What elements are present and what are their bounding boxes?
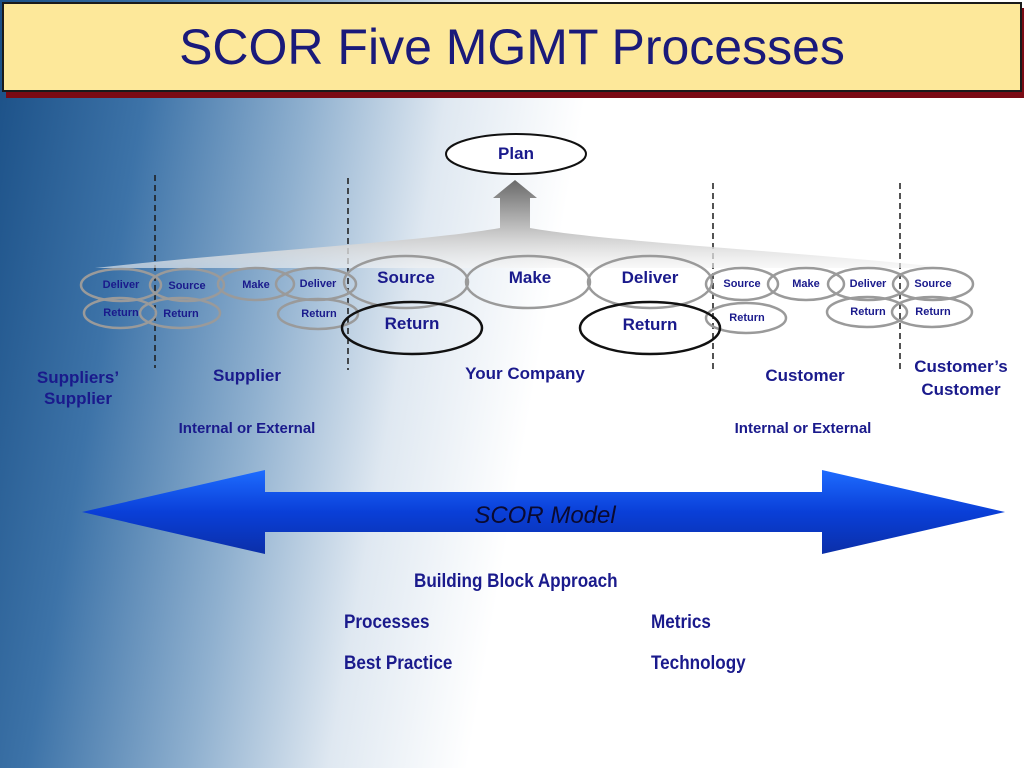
suppliers-supplier-label: Suppliers’ Supplier xyxy=(37,367,119,409)
company-deliver-label: Deliver xyxy=(621,268,679,287)
customer-label: Customer xyxy=(765,366,845,385)
oval-sup-return-right xyxy=(276,297,360,331)
oval-company-source xyxy=(342,254,470,310)
plan-oval xyxy=(445,133,587,175)
block-item-processes: Processes xyxy=(344,612,430,633)
company-ovals xyxy=(342,254,714,310)
suppliers-supplier-line-1: Suppliers’ xyxy=(36,368,120,387)
company-make-label: Make xyxy=(508,268,552,287)
oval-ss-return xyxy=(82,296,158,330)
cust-deliver-label: Deliver xyxy=(849,278,887,290)
oval-cc-source xyxy=(891,266,975,302)
company-source-label: Source xyxy=(377,268,435,287)
customers-customer-label: Customer’s Customer xyxy=(914,355,1008,401)
plan-fan-arrow xyxy=(95,180,950,268)
chain-ovals xyxy=(79,266,975,335)
sup-return-left-label: Return xyxy=(163,308,199,320)
title-bar: SCOR Five MGMT Processes xyxy=(2,2,1022,92)
oval-cust-return-left xyxy=(704,301,788,335)
plan-label: Plan xyxy=(498,144,534,163)
customers-customer-line-2: Customer xyxy=(921,380,1001,399)
block-item-best-practice: Best Practice xyxy=(344,653,453,674)
supplier-label: Supplier xyxy=(212,366,282,385)
cc-return-label: Return xyxy=(915,306,951,318)
cust-return-right-label: Return xyxy=(850,306,886,318)
oval-company-make xyxy=(464,254,592,310)
oval-cust-return-right xyxy=(825,295,909,329)
slide-title: SCOR Five MGMT Processes xyxy=(179,19,845,75)
your-company-label: Your Company xyxy=(465,364,585,383)
internal-external-right-label: Internal or External xyxy=(734,420,872,437)
cust-return-left-label: Return xyxy=(729,312,765,324)
ss-deliver-label: Deliver xyxy=(102,279,140,291)
ss-return-label: Return xyxy=(103,307,139,319)
oval-company-return-left xyxy=(340,300,484,356)
sup-return-right-label: Return xyxy=(301,308,337,320)
sup-deliver-label: Deliver xyxy=(299,278,337,290)
customers-customer-line-1: Customer’s xyxy=(914,357,1008,376)
oval-sup-source xyxy=(148,267,226,303)
oval-company-return-right xyxy=(578,300,722,356)
oval-cust-deliver xyxy=(826,266,910,302)
cust-make-label: Make xyxy=(792,278,820,290)
internal-external-left-label: Internal or External xyxy=(178,420,316,437)
cc-source-label: Source xyxy=(914,278,952,290)
oval-cc-return xyxy=(890,295,974,329)
sup-make-label: Make xyxy=(242,279,270,291)
company-return-left-label: Return xyxy=(384,314,440,333)
company-return-right-label: Return xyxy=(622,315,678,334)
oval-ss-deliver xyxy=(79,267,163,303)
cust-source-label: Source xyxy=(723,278,761,290)
sup-source-label: Source xyxy=(168,280,206,292)
scor-model-label: SCOR Model xyxy=(474,502,616,529)
oval-company-deliver xyxy=(586,254,714,310)
scor-model-arrow xyxy=(82,470,1005,554)
suppliers-supplier-line-2: Supplier xyxy=(43,389,112,408)
oval-sup-make xyxy=(216,266,296,302)
block-item-technology: Technology xyxy=(651,653,746,674)
oval-sup-return-left xyxy=(138,296,222,330)
block-item-metrics: Metrics xyxy=(651,612,711,633)
oval-cust-source xyxy=(704,266,780,302)
oval-cust-make xyxy=(766,266,846,302)
building-block-heading: Building Block Approach xyxy=(414,571,618,592)
